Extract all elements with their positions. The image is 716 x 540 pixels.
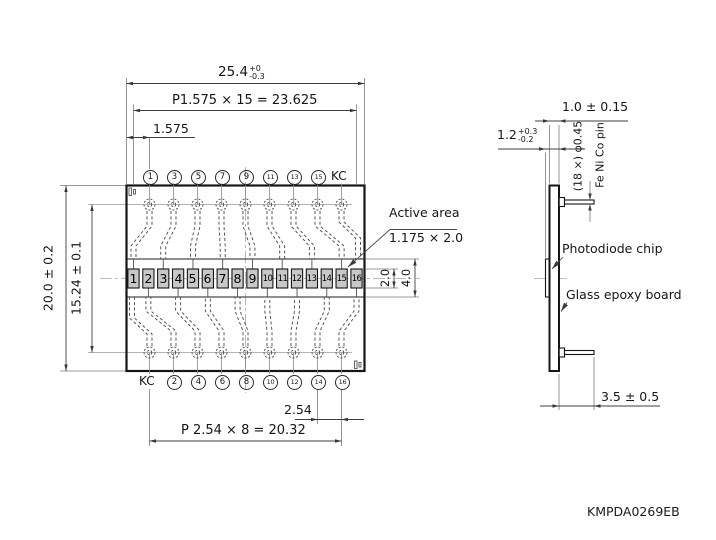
pin-label-11: 11 (263, 170, 278, 185)
pin-label-3: 3 (167, 170, 182, 185)
element-number-15: 15 (336, 274, 347, 284)
bonding-traces (129, 211, 361, 346)
dim-pin-row-span: 15.24 ± 0.1 (68, 240, 84, 316)
element-number-5: 5 (188, 271, 197, 286)
pin-label-13: 13 (287, 170, 302, 185)
element-number-11: 11 (277, 274, 288, 284)
front-view-linework (60, 78, 457, 446)
pin-label-1: 1 (143, 170, 158, 185)
element-number-3: 3 (159, 271, 168, 286)
element-number-16: 16 (351, 274, 362, 284)
element-number-1: 1 (129, 271, 138, 286)
dim-pin-pitch-total: P 2.54 × 8 = 20.32 (181, 423, 306, 438)
element-stubs (133, 259, 357, 297)
active-area-size: 1.175 × 2.0 (389, 230, 464, 245)
orientation-mark-bottom-right (354, 360, 362, 369)
element-number-2: 2 (144, 271, 153, 286)
dim-pin-length: 3.5 ± 0.5 (601, 389, 660, 404)
dim-pin-pitch: 2.54 (284, 402, 312, 417)
pin-label-4: 4 (191, 375, 206, 390)
dim-overall-width: 25.4+0-0.3 (218, 64, 265, 81)
pin-label-8: 8 (239, 375, 254, 390)
top-pin (558, 196, 595, 208)
pin-label-5: 5 (191, 170, 206, 185)
pin-connector-lines (149, 183, 342, 374)
pin-label-16: 16 (335, 375, 350, 390)
tolerance-minus: -0.2 (517, 135, 534, 144)
element-number-13: 13 (306, 274, 317, 284)
board-label-leader (560, 302, 568, 312)
pin-label-6: 6 (215, 375, 230, 390)
chip-label-leader (551, 256, 564, 270)
pin-label-12: 12 (287, 375, 302, 390)
dim-overall-height: 20.0 ± 0.2 (40, 244, 56, 312)
pin-count-diameter-label: (18 ×) φ0.45 (571, 120, 585, 192)
active-area-leader (347, 229, 457, 268)
pin-label-2: 2 (167, 375, 182, 390)
tolerance-plus: +0.3 (517, 127, 538, 136)
element-boxes (127, 268, 363, 289)
element-number-6: 6 (203, 271, 212, 286)
element-number-14: 14 (321, 274, 332, 284)
glass-epoxy-board (548, 184, 560, 372)
orientation-mark-top-left (128, 187, 136, 196)
element-number-8: 8 (233, 271, 242, 286)
pin-pads (143, 198, 348, 359)
part-number: KMPDA0269EB (587, 504, 680, 519)
dimension-arrowheads (64, 81, 601, 443)
pin-label-kc-bottom: KC (139, 374, 155, 388)
dim-element-pitch: 1.575 (153, 121, 189, 136)
tolerance-plus: +0 (249, 64, 261, 73)
pin-label-15: 15 (311, 170, 326, 185)
pin-label-7: 7 (215, 170, 230, 185)
element-number-4: 4 (174, 271, 183, 286)
dim-active-height: 2.0 (378, 268, 392, 288)
dim-chip-height: 4.0 (399, 268, 413, 288)
pin-label-kc-top: KC (331, 169, 347, 183)
dim-total-thickness: 1.2+0.3-0.2 (497, 127, 538, 144)
pin-label-14: 14 (311, 375, 326, 390)
element-number-7: 7 (218, 271, 227, 286)
pin-label-10: 10 (263, 375, 278, 390)
bottom-pin (558, 347, 595, 358)
pin-label-9: 9 (239, 170, 254, 185)
glass-epoxy-board-label: Glass epoxy board (566, 287, 682, 302)
dim-element-pitch-total: P1.575 × 15 = 23.625 (172, 93, 318, 108)
element-number-12: 12 (291, 274, 302, 284)
pin-material-label: Fe Ni Co pin (593, 122, 607, 188)
element-number-10: 10 (262, 274, 273, 284)
photodiode-chip-label: Photodiode chip (562, 241, 663, 256)
dim-board-thickness: 1.0 ± 0.15 (562, 99, 629, 114)
active-area-label: Active area (389, 205, 460, 220)
element-number-9: 9 (248, 271, 257, 286)
tolerance-minus: -0.3 (249, 72, 265, 81)
